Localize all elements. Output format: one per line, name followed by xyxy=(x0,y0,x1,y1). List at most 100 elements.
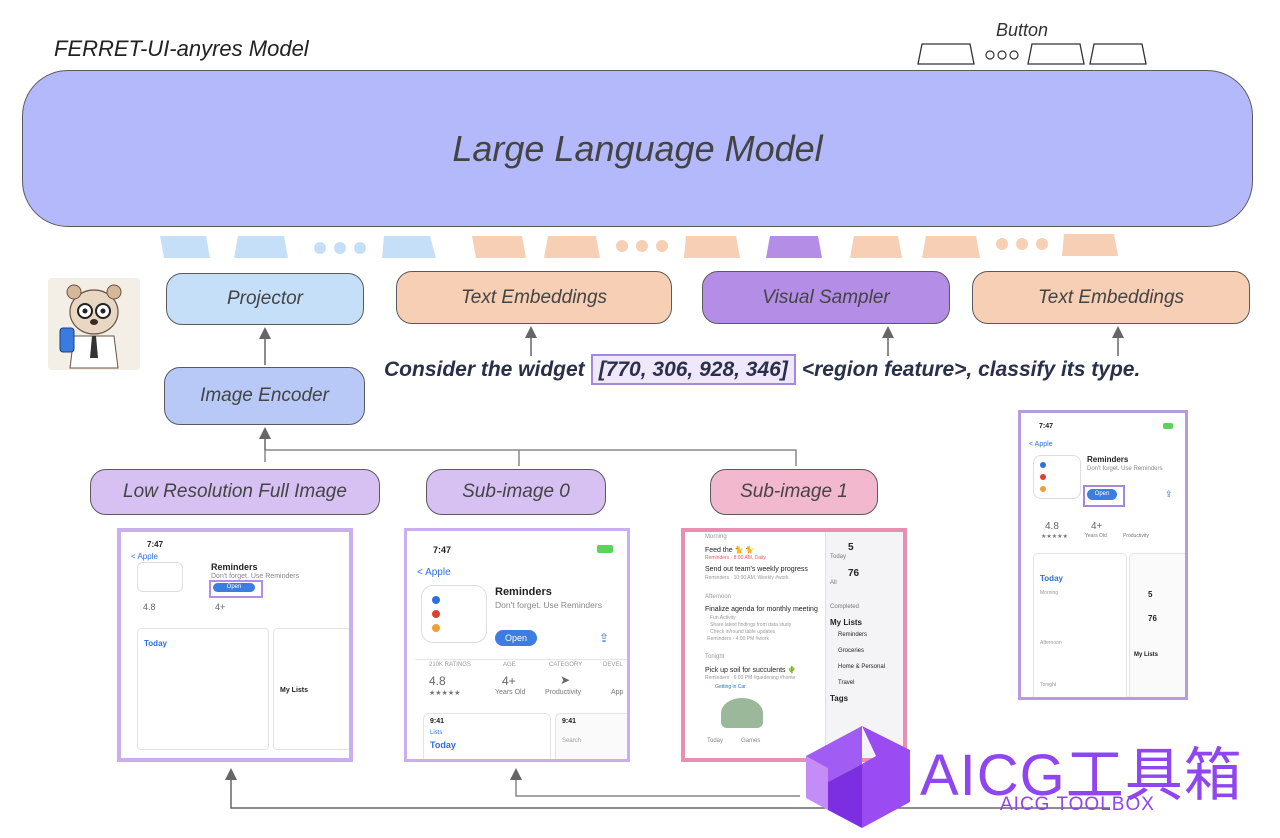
s0-app-subtitle: Don't forget. Use Reminders xyxy=(495,600,602,610)
s1-stat-all-n: 76 xyxy=(848,568,860,579)
r-share-icon[interactable]: ⇪ xyxy=(1165,489,1173,499)
button-token-1 xyxy=(917,43,975,65)
token-dot-peach-1 xyxy=(616,240,628,252)
token-peach-1 xyxy=(472,236,526,258)
r-stat-all-n: 76 xyxy=(1148,614,1157,623)
r-back[interactable]: < Apple xyxy=(1029,441,1053,448)
token-dot-peach-2 xyxy=(636,240,648,252)
s0-preview-2: 9:41 Search xyxy=(555,713,627,759)
s0-today: Today xyxy=(430,740,456,750)
share-icon[interactable]: ⇪ xyxy=(599,631,610,645)
r-today: Today xyxy=(1040,574,1063,583)
lr-preview-1: Today xyxy=(137,628,269,750)
s0-age-sub: Years Old xyxy=(495,689,526,696)
battery-icon xyxy=(597,545,613,553)
r-preview-2: 5 76 My Lists xyxy=(1129,553,1185,697)
s1-tonight: Tonight xyxy=(705,654,725,660)
token-blue-3 xyxy=(382,236,436,258)
query-suffix: <region feature>, classify its type. xyxy=(801,358,1141,381)
s1-stat-today: Today xyxy=(830,554,847,560)
s1-list-1[interactable]: Reminders xyxy=(838,632,868,638)
lr-back-label: Apple xyxy=(137,552,158,561)
s1-task4: Pick up soil for succulents 🌵 xyxy=(705,667,797,674)
lr-app-subtitle: Don't forget. Use Reminders xyxy=(211,573,300,580)
s1-stat-all: All xyxy=(830,580,837,586)
r-open-highlight xyxy=(1083,485,1125,507)
large-language-model-block: Large Language Model xyxy=(22,70,1253,227)
token-blue-1 xyxy=(160,236,210,258)
sub-image-0-block: Sub-image 0 xyxy=(426,469,606,515)
button-token-3 xyxy=(1089,43,1147,65)
r-app-name: Reminders xyxy=(1087,455,1129,464)
image-encoder-label: Image Encoder xyxy=(200,385,329,406)
s0-app-name: Reminders xyxy=(495,586,552,598)
low-res-label: Low Resolution Full Image xyxy=(123,481,347,502)
s0-back-label: Apple xyxy=(425,567,451,578)
projector-block: Projector xyxy=(166,273,364,325)
s1-task3-sub4: Reminders · 4:00 PM #work xyxy=(707,636,769,642)
token-dot-blue-3 xyxy=(354,242,366,254)
aicg-logo-icon xyxy=(806,726,910,828)
r-time: 7:47 xyxy=(1039,423,1054,430)
s0-category-label: CATEGORY xyxy=(549,662,583,668)
lr-open-button[interactable]: Open xyxy=(213,583,255,592)
sub-image-0-screenshot: 7:47 < Apple Reminders Don't forget. Use… xyxy=(404,528,630,762)
s0-dev-label: DEVEL xyxy=(603,662,623,668)
s1-task2: Send out team's weekly progress xyxy=(705,566,808,573)
s1-afternoon: Afternoon xyxy=(705,594,732,600)
sub-image-1-block: Sub-image 1 xyxy=(710,469,878,515)
r-age-sub: Years Old xyxy=(1085,533,1107,539)
succulent-image xyxy=(721,698,763,728)
token-dot-peach-6 xyxy=(1036,238,1048,250)
r-battery-icon xyxy=(1163,423,1173,429)
projector-label: Projector xyxy=(226,288,304,309)
r-preview-1: Today Morning Afternoon Tonight xyxy=(1033,553,1127,697)
r-rating: 4.8 xyxy=(1045,521,1059,532)
s1-task3-sub2: · Share latest findings from data study xyxy=(707,622,792,628)
image-encoder-block: Image Encoder xyxy=(164,367,365,425)
r-category: Productivity xyxy=(1123,533,1149,539)
r-stars: ★★★★★ xyxy=(1041,534,1068,540)
token-peach-2 xyxy=(544,236,600,258)
s1-task1: Feed the 🐈 🐈 xyxy=(705,547,754,554)
button-dot-3 xyxy=(1009,50,1019,60)
s0-time2: 9:41 xyxy=(430,718,445,725)
button-dot-2 xyxy=(997,50,1007,60)
token-peach-3 xyxy=(684,236,740,258)
s0-open-button[interactable]: Open xyxy=(495,630,537,646)
lr-preview-2: My Lists xyxy=(273,628,349,750)
query-prefix: Consider the widget xyxy=(384,358,585,381)
sub-image-0-label: Sub-image 0 xyxy=(462,481,570,502)
s1-tab-today[interactable]: Today xyxy=(707,738,724,744)
arrow-bottom-low-res xyxy=(225,768,1110,809)
s1-tab-games[interactable]: Games xyxy=(741,738,761,744)
s1-list-3[interactable]: Home & Personal xyxy=(838,664,886,670)
token-blue-2 xyxy=(234,236,288,258)
lr-back: < Apple xyxy=(131,552,158,561)
s1-tags: Tags xyxy=(830,694,849,703)
s0-age: 4+ xyxy=(502,674,516,688)
s0-ratings-label: 210K RATINGS xyxy=(429,662,471,668)
sub-image-1-label: Sub-image 1 xyxy=(740,481,848,502)
lr-my-lists: My Lists xyxy=(280,687,309,694)
token-dot-peach-5 xyxy=(1016,238,1028,250)
s0-stars: ★★★★★ xyxy=(429,690,461,697)
s1-list-4[interactable]: Travel xyxy=(838,680,855,686)
r-my-lists: My Lists xyxy=(1134,652,1159,658)
s0-preview-1: 9:41 Lists Today xyxy=(423,713,551,759)
query-text: Consider the widget[770, 306, 928, 346]<… xyxy=(384,354,1141,385)
arrow-bottom-sub0 xyxy=(510,768,800,797)
lr-open-highlight xyxy=(209,580,263,598)
s0-back[interactable]: < Apple xyxy=(417,567,451,578)
token-dot-blue-2 xyxy=(334,242,346,254)
token-peach-4 xyxy=(850,236,902,258)
s1-list-2[interactable]: Groceries xyxy=(838,648,865,654)
r-open-button[interactable]: Open xyxy=(1087,489,1117,500)
ferret-mascot-icon xyxy=(48,278,140,370)
low-res-full-image-block: Low Resolution Full Image xyxy=(90,469,380,515)
button-token-shapes xyxy=(917,43,1147,65)
low-res-screenshot: 7:47 < Apple Reminders Don't forget. Use… xyxy=(117,528,353,762)
lr-rating: 4.8 xyxy=(143,602,156,612)
r-age: 4+ xyxy=(1091,521,1103,532)
button-label: Button xyxy=(996,20,1049,40)
